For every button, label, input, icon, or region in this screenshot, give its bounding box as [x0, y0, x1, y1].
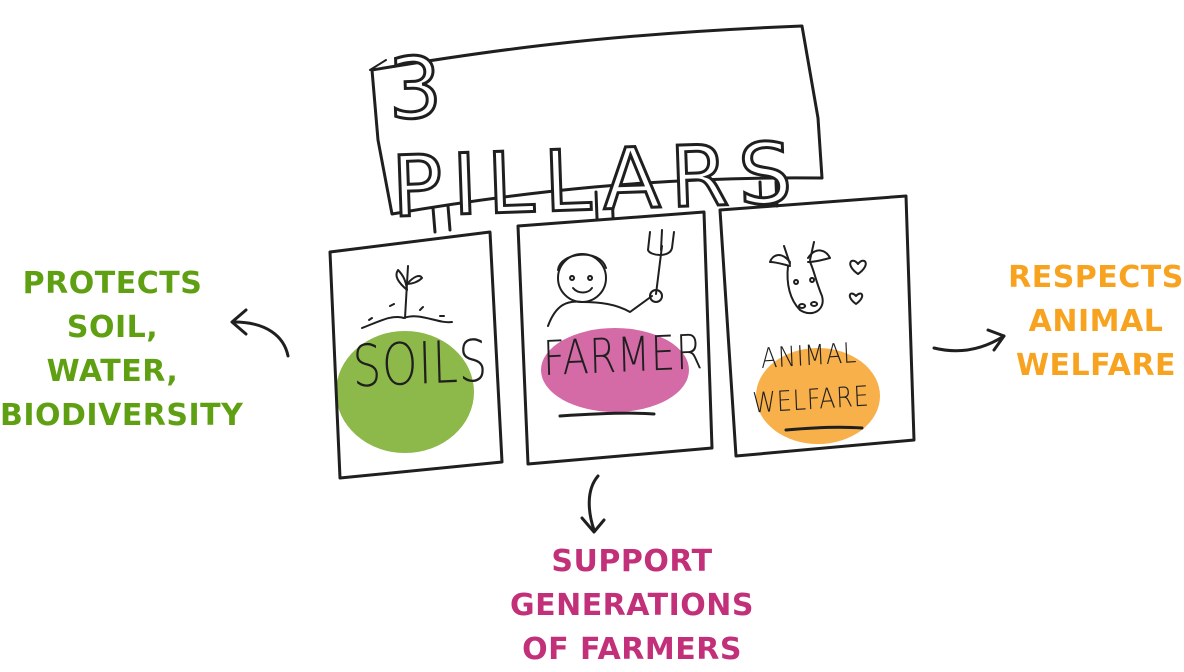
callout-line: WELFARE — [1015, 348, 1177, 383]
callout-support-farmers: SUPPORT GENERATIONS OF FARMERS — [432, 540, 832, 672]
cow-with-hearts-icon — [769, 241, 867, 315]
farmer-underline — [558, 411, 656, 418]
farmer-with-pitchfork-icon — [547, 229, 675, 327]
arrow-down-icon — [580, 474, 606, 534]
soils-highlight — [336, 331, 474, 453]
panel-farmer — [516, 210, 714, 466]
callout-line: SUPPORT GENERATIONS — [509, 544, 755, 623]
arrow-left-icon — [230, 308, 290, 358]
sign-board — [370, 24, 824, 216]
callout-line: RESPECTS — [1008, 260, 1184, 295]
animal-welfare-label-line2: WELFARE — [751, 379, 871, 420]
farmer-highlight — [541, 328, 689, 412]
callout-line: PROTECTS — [22, 266, 203, 301]
three-pillars-illustration — [230, 24, 1006, 534]
callout-line: ANIMAL — [1028, 304, 1164, 339]
panel-soils — [328, 230, 504, 480]
callout-line: OF FARMERS — [522, 632, 742, 667]
callout-respects-animal-welfare: RESPECTS ANIMAL WELFARE — [1008, 256, 1184, 388]
sign-posts — [431, 180, 779, 234]
animal-welfare-highlight — [756, 348, 880, 444]
animal-welfare-underline — [784, 425, 864, 432]
animal-welfare-label: ANIMAL WELFARE — [749, 330, 872, 425]
callout-line: BIODIVERSITY — [0, 398, 244, 433]
sign-board-edge — [369, 59, 387, 71]
callout-line: SOIL, WATER, — [46, 310, 179, 389]
callout-protects-soil: PROTECTS SOIL, WATER, BIODIVERSITY — [0, 262, 244, 438]
arrow-right-icon — [932, 328, 1006, 353]
animal-welfare-label-line1: ANIMAL — [760, 336, 858, 375]
sprout-icon — [361, 265, 453, 329]
soils-label: SOILS — [351, 326, 489, 401]
farmer-label: FARMER — [542, 324, 705, 388]
sign-title: 3 PILLARS — [385, 37, 805, 238]
panel-animal-welfare — [718, 194, 916, 458]
